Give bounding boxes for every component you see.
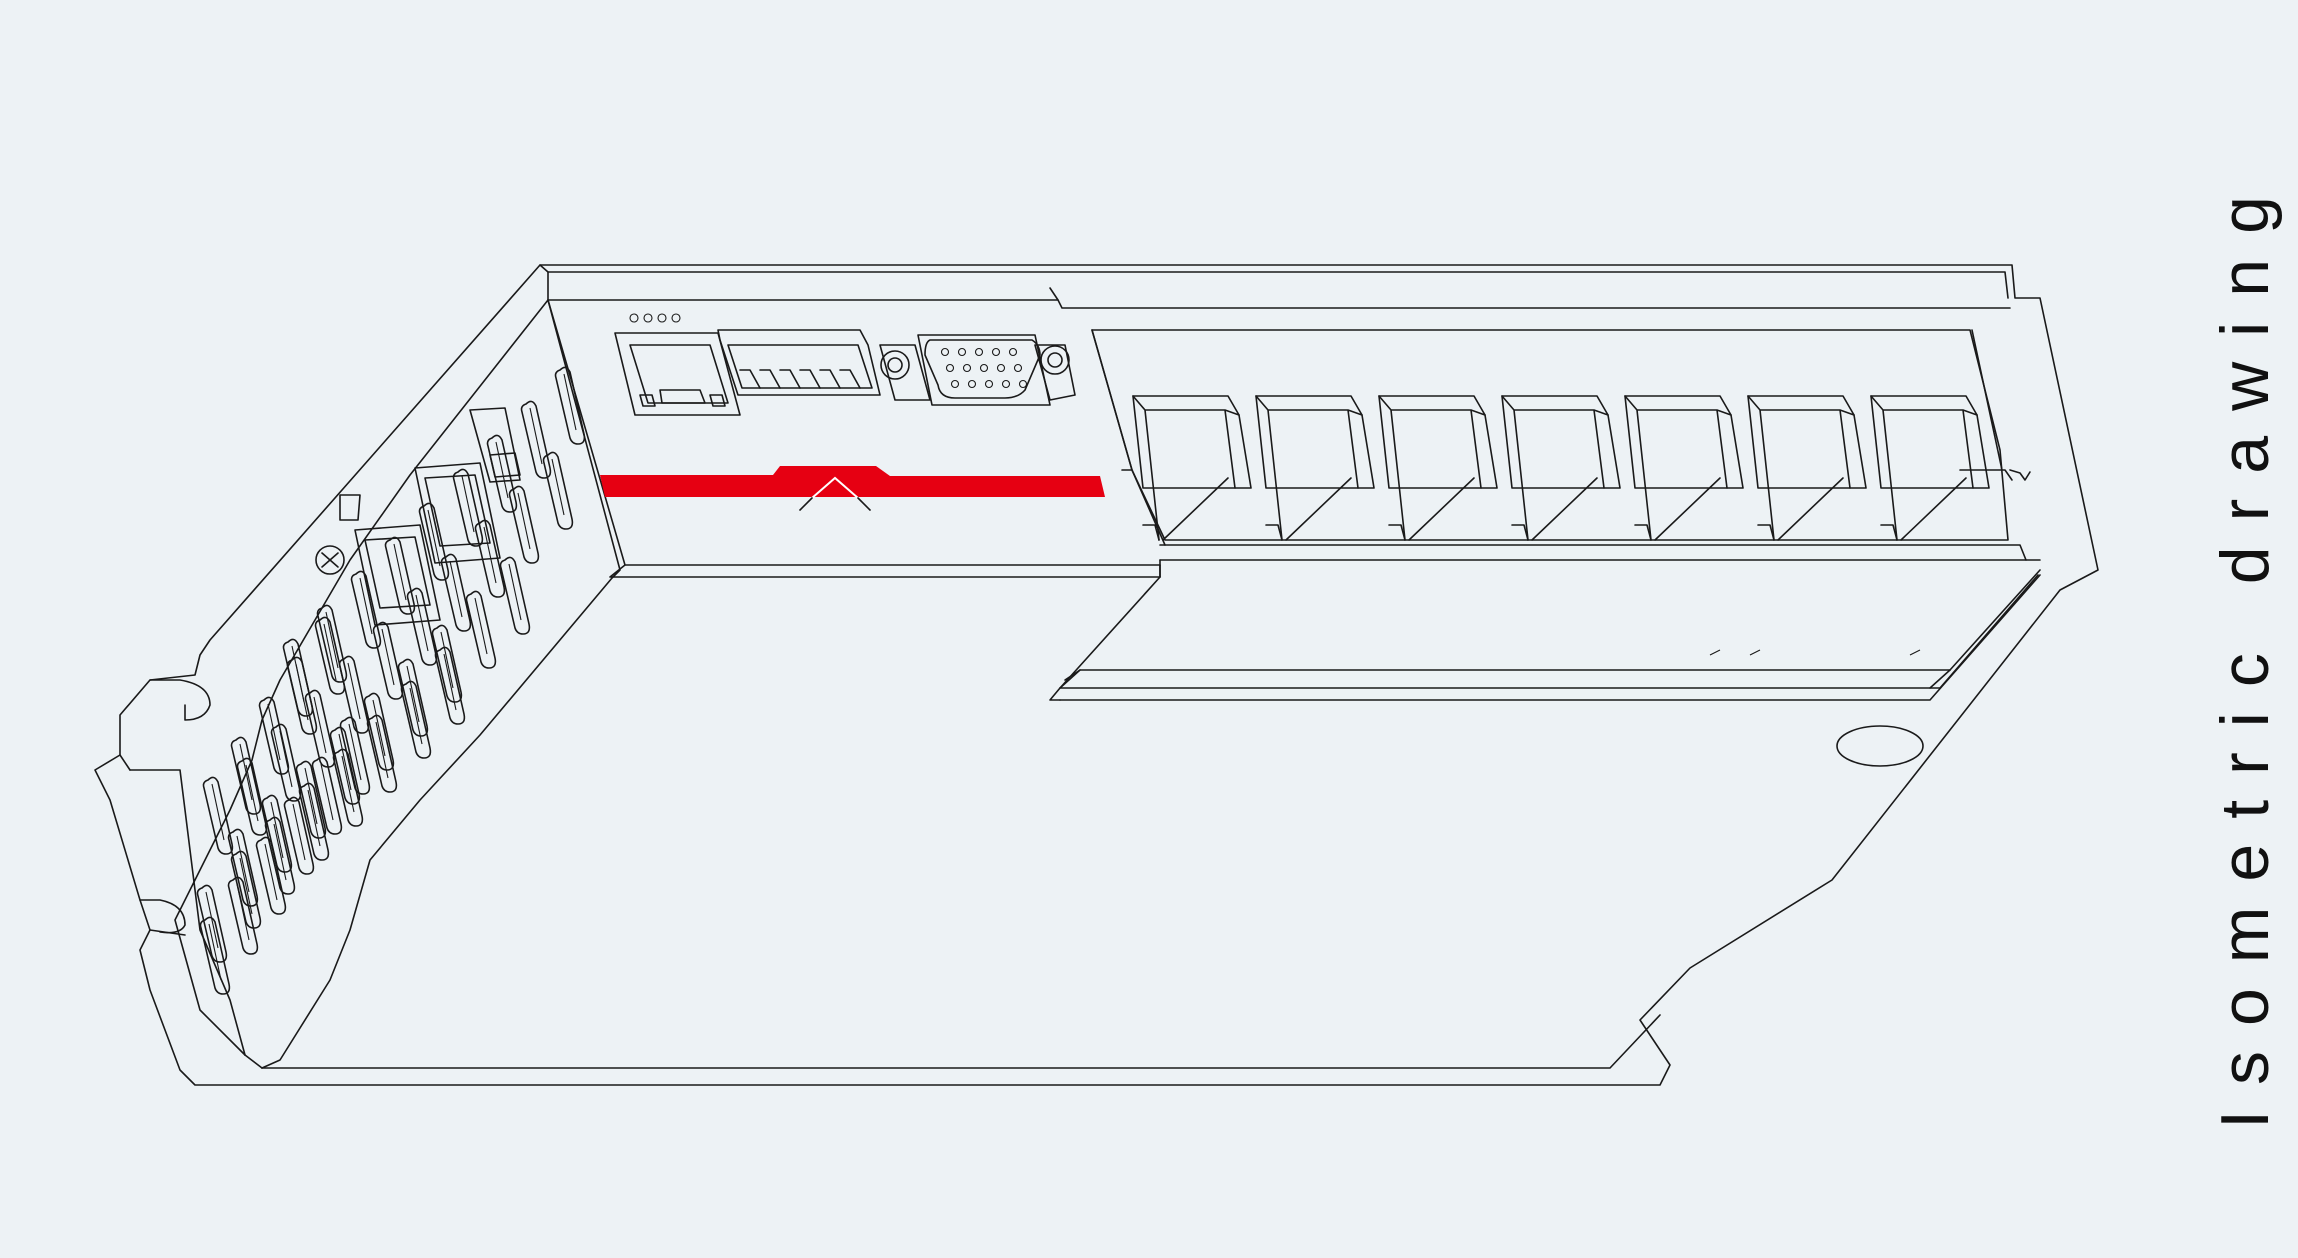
vent-slot: [486, 434, 518, 513]
vent-slot: [499, 556, 531, 635]
dsub-pin: [967, 379, 977, 389]
vent-slot: [314, 616, 346, 695]
vent-slot: [440, 553, 472, 632]
vent-slot: [363, 692, 395, 771]
vent-slot: [199, 916, 231, 995]
vent-slot: [406, 587, 438, 666]
ethernet-port: [614, 332, 741, 416]
vent-slot: [196, 884, 228, 963]
vent-slot: [465, 590, 497, 669]
vent-slot: [311, 756, 343, 835]
dsub-connector: [879, 334, 1076, 406]
terminal-socket: [1747, 395, 1867, 541]
dsub-pin: [962, 363, 972, 373]
side-ethernet-ports: [354, 407, 521, 626]
vent-slot: [339, 716, 371, 795]
dsub-pin: [979, 363, 989, 373]
vent-slot: [384, 536, 416, 615]
vent-slot: [227, 876, 259, 955]
vent-slot: [418, 502, 450, 581]
dsub-pin: [957, 347, 967, 357]
vent-slot: [329, 726, 361, 805]
mounting-hole: [1836, 725, 1924, 767]
terminal-socket: [1132, 395, 1252, 541]
vent-slot: [520, 400, 552, 479]
left-side-panel: [119, 299, 1661, 1069]
vent-slot: [298, 782, 330, 861]
device-body: [94, 264, 2099, 1086]
vent-slot: [474, 519, 506, 598]
vent-slots: [196, 366, 586, 995]
vent-slot: [264, 816, 296, 895]
vent-slot: [295, 760, 327, 839]
vent-slot: [554, 366, 586, 445]
vent-slot: [286, 656, 318, 735]
vent-slot: [372, 621, 404, 700]
connector-panel: [600, 313, 1105, 511]
vent-slot: [350, 570, 382, 649]
vent-slot: [508, 485, 540, 564]
vent-slot: [255, 836, 287, 915]
dsub-pin: [1008, 347, 1018, 357]
terminal-socket: [1624, 395, 1744, 541]
vent-slot: [434, 646, 466, 725]
vent-slot: [261, 794, 293, 873]
dsub-pin: [950, 379, 960, 389]
dsub-pin: [991, 347, 1001, 357]
vent-slot: [542, 451, 574, 530]
vent-slot: [202, 776, 234, 855]
terminal-socket: [1870, 395, 1990, 541]
dsub-pin: [940, 347, 950, 357]
side-label-container: Isometric drawing: [2190, 171, 2298, 1129]
status-leds: [629, 313, 681, 323]
vent-slot: [230, 736, 262, 815]
vent-slot: [316, 604, 348, 683]
terminal-block: [1049, 329, 2041, 701]
dsub-pin: [984, 379, 994, 389]
terminal-socket: [1501, 395, 1621, 541]
dsub-pin: [1018, 379, 1028, 389]
vent-slot: [397, 658, 429, 737]
vent-slot: [258, 696, 290, 775]
vent-slot: [283, 796, 315, 875]
vent-slot: [400, 680, 432, 759]
vent-slot: [431, 624, 463, 703]
dsub-pin: [1013, 363, 1023, 373]
dsub-pin: [945, 363, 955, 373]
pin-header: [717, 329, 881, 396]
terminal-socket: [1378, 395, 1498, 541]
dsub-pin: [1001, 379, 1011, 389]
screw-icon: [315, 545, 345, 575]
drawing-type-label: Isometric drawing: [2207, 171, 2283, 1129]
dsub-pin: [974, 347, 984, 357]
vent-slot: [227, 828, 259, 907]
red-warning-stripe: [600, 466, 1105, 511]
terminal-socket: [1255, 395, 1375, 541]
dsub-pin: [996, 363, 1006, 373]
vent-slot: [452, 468, 484, 547]
vent-slot: [366, 714, 398, 793]
